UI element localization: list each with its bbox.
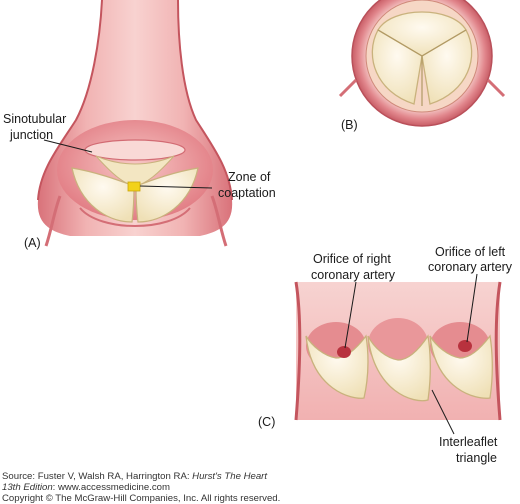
- panel-c-illustration: [294, 281, 502, 421]
- panel-b-cusp-right: [421, 29, 473, 105]
- panel-label-a: (A): [24, 236, 41, 250]
- panel-a-coaptation-marker: [127, 181, 141, 192]
- panel-b-commissure-2: [421, 29, 467, 57]
- leader-right-coronary: [344, 281, 357, 349]
- panel-c-left-coronary-orifice: [458, 340, 472, 352]
- panel-b-cusp-top: [377, 11, 467, 57]
- leader-coaptation: [139, 185, 213, 189]
- label-coaptation-line2: coaptation: [218, 186, 276, 200]
- source-prefix: Source: Fuster V, Walsh RA, Harrington R…: [2, 471, 192, 482]
- source-edition: 13th Edition: [2, 482, 53, 493]
- panel-b-cusp-left: [371, 29, 423, 105]
- panel-a-right-cusp: [135, 167, 199, 223]
- label-right-coronary-line1: Orifice of right: [313, 252, 391, 266]
- panel-b-illustration: [338, 0, 506, 127]
- panel-a-lower-right-wall: [210, 195, 228, 247]
- source-website: : www.accessmedicine.com: [53, 482, 170, 493]
- label-sinotubular-line2: junction: [9, 128, 53, 142]
- panel-c-cusp-left: [305, 334, 369, 399]
- panel-a-illustration: [37, 0, 233, 247]
- source-copyright: Copyright © The McGraw-Hill Companies, I…: [2, 493, 280, 504]
- panel-c-left-wall-edge: [294, 281, 302, 421]
- panel-c-right-wall-edge: [494, 281, 502, 421]
- source-book-title: Hurst's The Heart: [192, 471, 267, 482]
- panel-a-lower-left-wall: [44, 195, 62, 247]
- leader-sinotubular: [43, 139, 93, 153]
- panel-c-right-coronary-orifice: [337, 346, 351, 358]
- panel-label-c: (C): [258, 415, 275, 429]
- leader-left-coronary: [466, 273, 478, 343]
- label-right-coronary-line2: coronary artery: [311, 268, 396, 282]
- leader-interleaflet: [431, 389, 455, 435]
- source-line-1: Source: Fuster V, Walsh RA, Harrington R…: [2, 471, 267, 482]
- label-interleaflet-line2: triangle: [456, 451, 497, 465]
- label-interleaflet-line1: Interleaflet: [439, 435, 498, 449]
- panel-a-sinotubular-rim: [84, 139, 186, 161]
- panel-a-back-cusp: [95, 155, 175, 187]
- panel-c-cusp-right: [429, 334, 493, 399]
- leader-lines: [43, 139, 478, 435]
- panel-a-aorta-right-edge: [177, 0, 233, 201]
- panel-b-commissure-1: [377, 29, 423, 57]
- panel-a-left-cusp: [71, 167, 135, 223]
- panel-b-right-stub: [486, 78, 506, 98]
- panel-c-cusp-middle: [367, 334, 431, 402]
- panel-label-b: (B): [341, 118, 358, 132]
- panel-a-aorta-left-edge: [37, 0, 103, 201]
- source-line-2: 13th Edition: www.accessmedicine.com: [2, 482, 170, 493]
- panel-a-sinus-floor: [79, 207, 191, 227]
- label-coaptation-line1: Zone of: [228, 170, 271, 184]
- panel-b-left-stub: [338, 78, 358, 98]
- label-left-coronary-line1: Orifice of left: [435, 245, 506, 259]
- labels: Sinotubular junction Zone of coaptation …: [3, 112, 513, 465]
- label-sinotubular-line1: Sinotubular: [3, 112, 66, 126]
- source-citation: Source: Fuster V, Walsh RA, Harrington R…: [2, 471, 280, 504]
- label-left-coronary-line2: coronary artery: [428, 260, 513, 274]
